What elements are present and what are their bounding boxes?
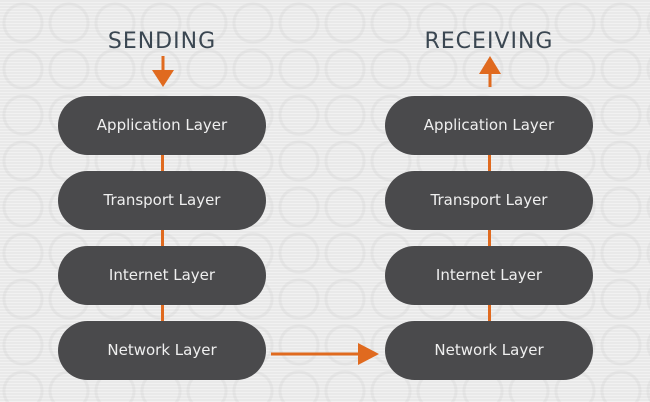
sending-connector-3: [161, 305, 164, 321]
receiving-internet-layer: Internet Layer: [385, 246, 593, 305]
arrow-up-icon: [479, 56, 501, 87]
arrow-right-icon: [271, 343, 379, 365]
sending-transport-layer: Transport Layer: [58, 171, 266, 230]
receiving-transport-layer: Transport Layer: [385, 171, 593, 230]
arrow-down-icon: [152, 56, 174, 87]
receiving-application-layer: Application Layer: [385, 96, 593, 155]
sending-connector-2: [161, 230, 164, 246]
receiving-connector-1: [488, 155, 491, 171]
sending-application-layer: Application Layer: [58, 96, 266, 155]
sending-network-layer: Network Layer: [58, 321, 266, 380]
receiving-network-layer: Network Layer: [385, 321, 593, 380]
receiving-heading: RECEIVING: [424, 29, 554, 54]
sending-internet-layer: Internet Layer: [58, 246, 266, 305]
sending-heading: SENDING: [107, 29, 217, 54]
receiving-connector-3: [488, 305, 491, 321]
sending-connector-1: [161, 155, 164, 171]
receiving-connector-2: [488, 230, 491, 246]
